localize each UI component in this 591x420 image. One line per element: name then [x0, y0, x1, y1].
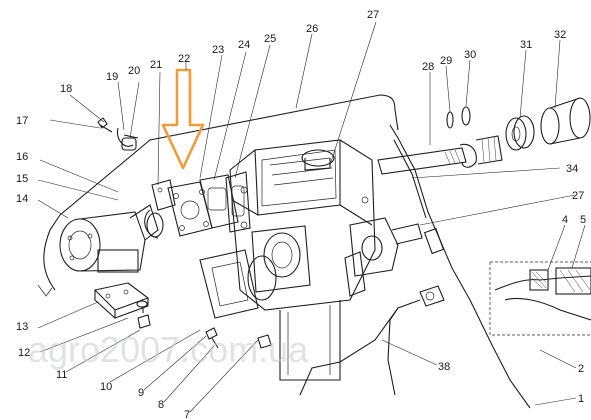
bearing-31 [505, 115, 535, 151]
fitting-12 [137, 307, 151, 329]
flange-25 [225, 171, 251, 233]
callout-27-top: 27 [367, 9, 379, 21]
callout-9: 9 [138, 387, 144, 399]
valve-assembly-27 [344, 217, 423, 297]
pipe-26 [43, 94, 399, 291]
callout-1: 1 [578, 393, 584, 405]
callout-23: 23 [212, 44, 224, 56]
callout-8: 8 [158, 399, 164, 411]
callout-15: 15 [16, 173, 28, 185]
callout-4: 4 [562, 214, 568, 226]
highlight-arrow [161, 68, 205, 170]
callout-38: 38 [438, 361, 450, 373]
callout-11: 11 [56, 369, 67, 381]
ring-29 [446, 111, 454, 129]
callout-25: 25 [264, 33, 276, 45]
callout-7: 7 [184, 409, 190, 420]
callout-27-right: 27 [572, 190, 584, 202]
sleeve-32 [540, 97, 591, 145]
leader-lines [37, 21, 586, 413]
bolt-8 [205, 327, 219, 349]
callout-16: 16 [16, 151, 28, 163]
callout-30: 30 [464, 49, 476, 61]
callout-26: 26 [306, 23, 318, 35]
pipe-38 [299, 299, 421, 396]
callout-24: 24 [238, 39, 250, 51]
flange-24 [199, 174, 239, 229]
callout-32: 32 [554, 29, 566, 41]
callout-29: 29 [440, 55, 452, 67]
callout-5: 5 [580, 214, 586, 226]
callout-18: 18 [60, 83, 72, 95]
clip-19-20 [116, 127, 139, 151]
gasket-23 [144, 209, 164, 239]
fuel-line [389, 124, 531, 409]
fitting-38 [419, 285, 445, 307]
bolt-18 [97, 117, 113, 133]
flange-22 [167, 181, 213, 237]
gasket-21 [151, 179, 176, 211]
callout-20: 20 [128, 65, 140, 77]
watermark: agro2007.com.ua [28, 329, 309, 370]
o-ring-10 [247, 255, 277, 301]
washer-11 [136, 300, 148, 308]
cover-plate-9 [199, 249, 259, 319]
callout-13: 13 [16, 321, 28, 333]
callout-19: 19 [106, 71, 118, 83]
connector-nut [423, 227, 445, 255]
nut-7 [257, 334, 272, 349]
pump-unit-14 [59, 204, 159, 273]
callout-12: 12 [18, 347, 30, 359]
block-13 [93, 282, 150, 320]
ring-30 [461, 106, 471, 126]
callout-2: 2 [578, 363, 584, 375]
shaft-28 [377, 135, 503, 175]
callout-21: 21 [150, 59, 162, 71]
callout-28: 28 [422, 61, 434, 73]
detail-inset [489, 261, 591, 336]
callout-34: 34 [566, 163, 578, 175]
callout-31: 31 [520, 39, 532, 51]
callout-labels: 17 18 19 20 21 22 23 24 25 26 27 16 15 1… [16, 9, 586, 420]
callout-10: 10 [100, 381, 112, 393]
callout-22: 22 [178, 53, 190, 65]
callout-17: 17 [16, 115, 28, 127]
callout-14: 14 [16, 193, 28, 205]
